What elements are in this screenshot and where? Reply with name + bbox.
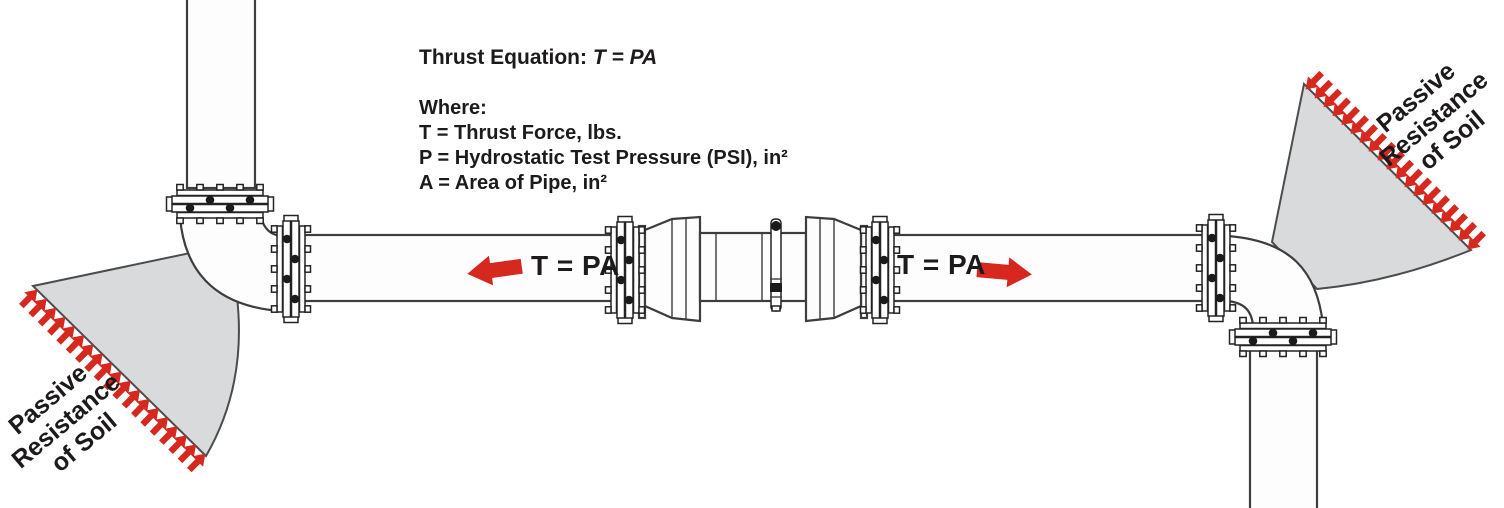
thrust-arrow-left-icon xyxy=(467,255,523,286)
soil-wedge-right xyxy=(1270,81,1473,291)
thrust-label-left: T = PA xyxy=(531,250,620,281)
thrust-label-right: T = PA xyxy=(897,249,986,280)
right-vertical-pipe xyxy=(1248,346,1319,508)
equation-title-formula: T = PA xyxy=(592,46,658,69)
left-horizontal-pipe xyxy=(296,233,620,303)
equation-definition-P: P = Hydrostatic Test Pressure (PSI), in² xyxy=(419,147,788,169)
coupling-barrel xyxy=(698,231,808,303)
center-coupling xyxy=(637,215,869,323)
equation-where-label: Where: xyxy=(419,97,487,119)
flange-right-elbow xyxy=(1195,213,1237,323)
equation-title-prefix: Thrust Equation: xyxy=(419,46,587,69)
left-vertical-pipe xyxy=(185,0,257,190)
equation-block: Thrust Equation: T = PA Where: T = Thrus… xyxy=(419,46,788,196)
flange-left-top xyxy=(165,183,275,225)
thrust-arrow-right-icon xyxy=(976,257,1032,288)
flange-coupling-right xyxy=(859,215,901,325)
flange-left-elbow xyxy=(270,214,312,324)
coupling-tie-rod xyxy=(770,218,782,312)
equation-definition-T: T = Thrust Force, lbs. xyxy=(419,122,622,144)
flange-right-bottom xyxy=(1228,316,1338,358)
equation-title: Thrust Equation: T = PA xyxy=(419,46,788,70)
equation-definition-A: A = Area of Pipe, in² xyxy=(419,172,607,194)
